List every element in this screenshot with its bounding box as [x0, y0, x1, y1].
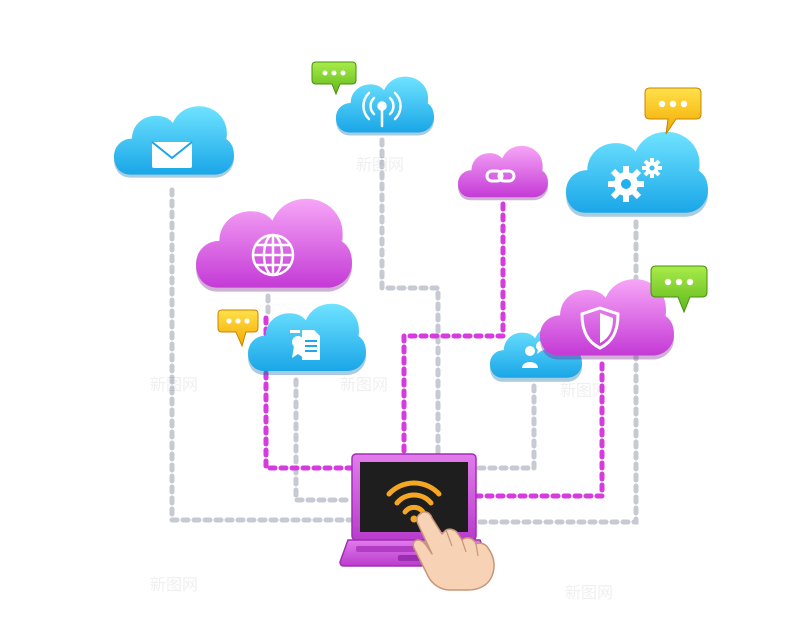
watermark-1: 新图网: [356, 155, 404, 174]
line-documents: [293, 377, 355, 503]
speech-bubble-documents: [217, 309, 259, 348]
watermarks: 新图网 新图网 新图网 新图网 新图网 新图网: [150, 155, 613, 602]
watermark-4: 新图网: [150, 575, 198, 594]
document-certificate-icon: [290, 330, 320, 360]
cloud-globe[interactable]: [196, 198, 352, 292]
watermark-6: 新图网: [565, 583, 613, 602]
cloud-security[interactable]: [540, 279, 674, 360]
cloud-broadcast[interactable]: [336, 76, 434, 136]
line-security: [473, 361, 605, 499]
watermark-5: 新图网: [340, 375, 388, 394]
laptop[interactable]: [339, 453, 489, 567]
line-link: [401, 201, 506, 455]
mail-icon: [151, 141, 193, 168]
broadcast-icon: [362, 91, 402, 128]
cloud-documents[interactable]: [248, 303, 366, 376]
ellipsis-icon: [658, 100, 688, 108]
wifi-dot: [410, 515, 418, 523]
wifi-icon: [386, 480, 442, 515]
globe-icon: [251, 233, 295, 277]
cloud-link[interactable]: [458, 145, 548, 201]
line-broadcast: [379, 137, 441, 455]
ellipsis-icon: [664, 278, 694, 286]
speech-bubble-security: [650, 265, 708, 314]
speech-bubble-settings: [644, 87, 702, 135]
pointing-hand-icon: [412, 511, 495, 591]
cloud-settings[interactable]: [566, 131, 708, 217]
line-user-chat: [473, 383, 537, 471]
ellipsis-icon: [226, 318, 250, 324]
shield-icon: [580, 306, 620, 350]
watermark-2: 新图网: [150, 375, 198, 394]
line-mail: [169, 187, 355, 523]
speech-bubble-broadcast: [311, 61, 357, 96]
ellipsis-icon: [322, 70, 346, 76]
cloud-mail[interactable]: [114, 106, 234, 178]
link-icon: [485, 169, 516, 183]
watermark-3: 新图网: [560, 381, 608, 400]
gears-icon: [608, 158, 662, 202]
